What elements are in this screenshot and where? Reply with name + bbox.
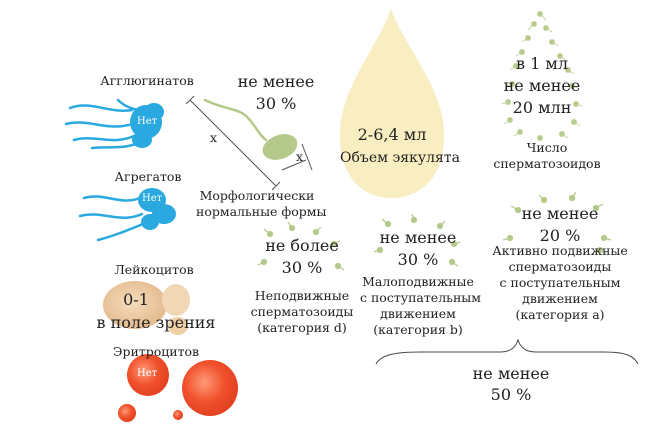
ejaculate-volume-value: 2-6,4 мл (357, 125, 427, 144)
leukocytes-unit: в поле зрения (96, 313, 216, 332)
morphology-caption-line2: нормальные формы (196, 204, 327, 219)
leukocytes-value: 0-1 (123, 290, 149, 309)
immotile-value-line1: не более (265, 236, 339, 255)
morphology-dimension-length: x (210, 130, 218, 145)
slow-progressive-sperm-cluster-icon (373, 213, 461, 267)
active-progressive-value-line1: не менее (521, 204, 599, 223)
ejaculate-volume-label: Объем эякулята (340, 150, 460, 166)
concentration-line3: 20 млн (512, 98, 572, 117)
slow-progressive-caption-line2: с поступательным (360, 290, 481, 305)
active-progressive-value-line2: 20 % (539, 226, 581, 245)
leukocytes-label: Лейкоцитов (114, 262, 194, 277)
concentration-caption-line2: сперматозоидов (493, 156, 601, 171)
immotile-value-line2: 30 % (281, 258, 323, 277)
agglutinates-label: Агглюгинатов (100, 73, 194, 88)
normal-morphology-sperm-icon (185, 95, 313, 191)
slow-progressive-caption-line4: (категория b) (373, 322, 463, 337)
erythrocytes-label: Эритроцитов (112, 344, 200, 359)
concentration-sperm-cluster-icon (501, 11, 583, 141)
concentration-line1: в 1 мл (516, 54, 568, 73)
active-progressive-caption-line4: движением (522, 291, 598, 306)
morphology-caption-line1: Морфологически (199, 188, 315, 203)
ejaculate-drop-icon (339, 8, 445, 198)
slow-progressive-value-line2: 30 % (397, 250, 439, 269)
morphology-value-line1: не менее (237, 72, 315, 91)
slow-progressive-value-line1: не менее (379, 228, 457, 247)
immotile-caption-line2: сперматозоиды (250, 304, 354, 319)
morphology-value-line2: 30 % (255, 94, 297, 113)
concentration-line2: не менее (503, 76, 581, 95)
aggregated-sperm-icon (78, 188, 176, 242)
immotile-caption-line1: Неподвижные (254, 288, 350, 303)
aggregates-label: Агрегатов (114, 169, 182, 184)
immotile-caption-line3: (категория d) (257, 320, 347, 335)
slow-progressive-caption-line3: движением (380, 306, 456, 321)
morphology-dimension-width: x (296, 149, 304, 164)
leukocyte-icon (103, 281, 190, 335)
erythrocyte-icon (118, 354, 238, 422)
total-progressive-value-line2: 50 % (490, 385, 532, 404)
active-progressive-caption-line3: с поступательным (499, 275, 621, 290)
active-progressive-caption-line2: сперматозоиды (508, 259, 612, 274)
total-progressive-value-line1: не менее (472, 364, 550, 383)
immotile-sperm-cluster-icon (257, 221, 345, 271)
concentration-caption-line1: Число (526, 140, 568, 155)
aggregates-badge: Нет (142, 193, 163, 204)
agglutinated-sperm-icon (64, 98, 164, 150)
active-progressive-sperm-cluster-icon (502, 191, 612, 255)
agglutinates-badge: Нет (137, 116, 158, 127)
active-progressive-caption-line1: Активно подвижные (492, 243, 628, 258)
slow-progressive-caption-line1: Малоподвижные (362, 274, 474, 289)
active-progressive-caption-line5: (категория a) (515, 307, 605, 322)
erythrocytes-badge: Нет (137, 368, 158, 379)
total-progressive-bracket (375, 338, 639, 365)
